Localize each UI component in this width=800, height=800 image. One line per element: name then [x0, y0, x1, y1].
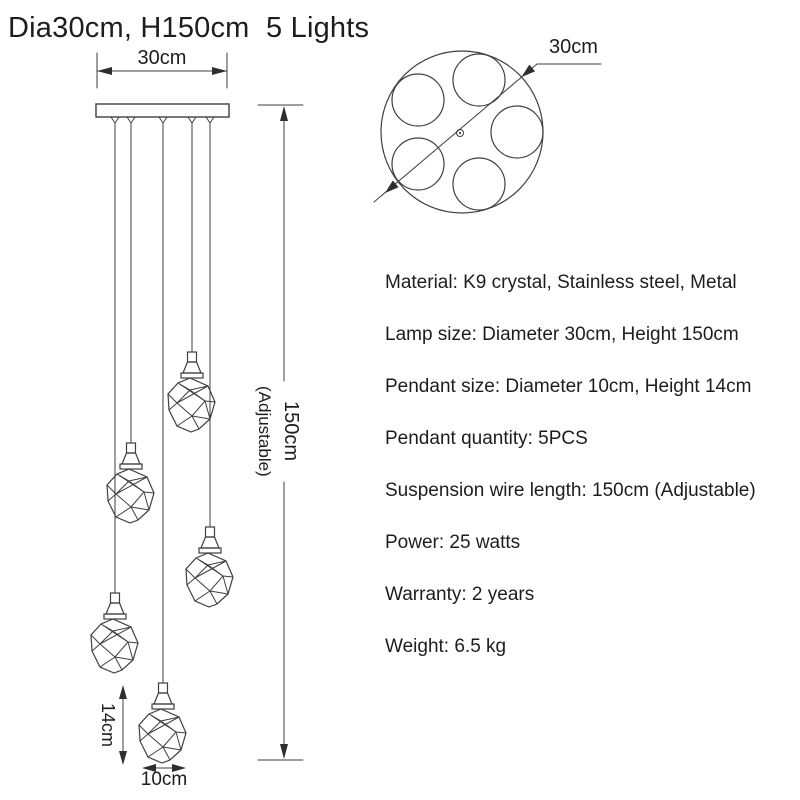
pendant-diameter-label: 10cm [140, 769, 188, 790]
spec-pendant-quantity: Pendant quantity: 5PCS [385, 428, 588, 449]
canopy-width-dimension [96, 52, 228, 89]
top-view [373, 50, 602, 214]
canopy-width-label: 30cm [137, 47, 187, 69]
canopy-outline-circle [380, 50, 544, 214]
arrow-left-icon [97, 67, 112, 75]
ceiling-canopy [95, 103, 230, 118]
pendant-position-circle [490, 105, 544, 159]
pendant-5 [138, 682, 187, 764]
spec-wire-length: Suspension wire length: 150cm (Adjustabl… [385, 480, 756, 501]
arrow-up-icon [280, 106, 288, 121]
pendant-2 [106, 442, 155, 524]
spec-weight: Weight: 6.5 kg [385, 636, 507, 657]
spec-list: Material: K9 crystal, Stainless steel, M… [385, 272, 756, 658]
pendants [90, 351, 234, 764]
spec-warranty: Warranty: 2 years [385, 584, 535, 605]
pendant-position-circle [452, 157, 506, 211]
height-dimension [257, 104, 304, 761]
pendant-3 [185, 526, 234, 608]
spec-material: Material: K9 crystal, Stainless steel, M… [385, 272, 737, 293]
spec-lamp-size: Lamp size: Diameter 30cm, Height 150cm [385, 324, 739, 345]
spec-pendant-size: Pendant size: Diameter 10cm, Height 14cm [385, 376, 752, 397]
drop-height-label: 150cm (Adjustable) [252, 380, 304, 482]
arrow-left-icon [142, 764, 156, 772]
pendant-height-label: 14cm [98, 703, 118, 748]
arrow-up-icon [119, 685, 127, 699]
product-title: Dia30cm, H150cm 5 Lights [8, 12, 370, 44]
pendant-position-circle [391, 73, 445, 127]
arrow-right-icon [212, 67, 227, 75]
arrow-icon [521, 64, 536, 77]
pendant-position-circle [391, 137, 445, 191]
top-view-diameter-label: 30cm [549, 36, 598, 58]
spec-power: Power: 25 watts [385, 532, 521, 553]
pendant-width-dimension [142, 764, 186, 772]
arrow-down-icon [280, 744, 288, 759]
arrow-icon [385, 180, 399, 193]
pendant-height-dimension [119, 685, 127, 765]
pendant-1 [167, 351, 216, 433]
drop-height-value: 150cm [280, 400, 302, 462]
arrow-right-icon [172, 764, 186, 772]
drop-height-note: (Adjustable) [255, 385, 274, 477]
pendant-position-circle [452, 53, 506, 107]
pendant-4 [90, 592, 139, 674]
arrow-down-icon [119, 751, 127, 765]
diameter-leader-line [373, 63, 602, 203]
